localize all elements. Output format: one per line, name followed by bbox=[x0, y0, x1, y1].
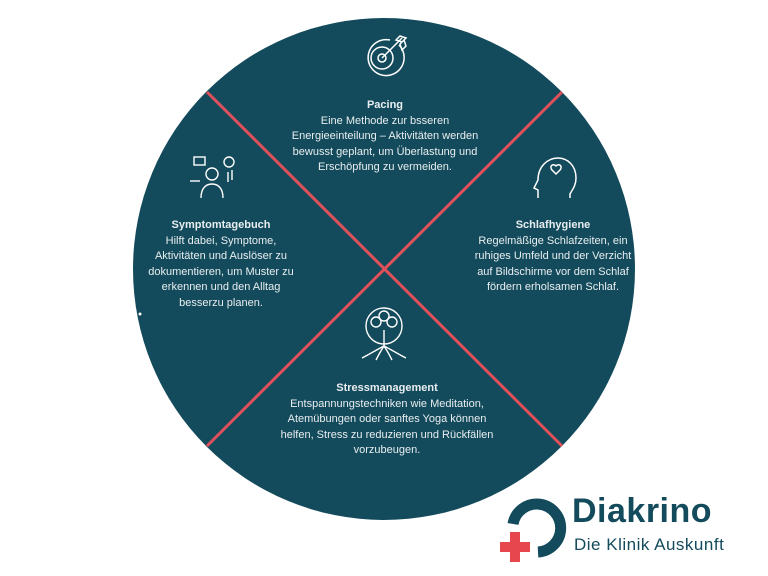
tree-icon bbox=[361, 307, 407, 361]
section-title: Pacing bbox=[366, 99, 404, 111]
head-heart-icon bbox=[532, 157, 577, 198]
section-stressmanagement: Stressmanagement Entspannungstechniken w… bbox=[274, 381, 500, 459]
divider-line bbox=[205, 90, 564, 448]
section-symptomtagebuch: Symptomtagebuch Hilft dabei, Symptome, A… bbox=[140, 218, 302, 311]
section-text: Hilft dabei, Symptome, Aktivitäten und A… bbox=[148, 234, 294, 309]
logo-name: Diakrino bbox=[572, 492, 713, 530]
bullet-dot bbox=[138, 312, 142, 316]
section-schlafhygiene: Schlafhygiene Regelmäßige Schlafzeiten, … bbox=[473, 218, 633, 296]
section-text: Entspannungstechniken wie Meditation, At… bbox=[280, 397, 494, 457]
section-title: Symptomtagebuch bbox=[171, 219, 271, 231]
person-media-icon bbox=[190, 156, 235, 199]
section-title: Stressmanagement bbox=[336, 382, 438, 394]
section-pacing: Pacing Eine Methode zur bsseren Energiee… bbox=[285, 98, 485, 176]
logo-mark bbox=[500, 498, 567, 562]
logo-tagline: Die Klinik Auskunft bbox=[574, 535, 725, 554]
section-text: Regelmäßige Schlafzeiten, ein ruhiges Um… bbox=[474, 234, 632, 294]
target-icon bbox=[367, 35, 408, 77]
section-title: Schlafhygiene bbox=[515, 219, 591, 231]
section-text: Eine Methode zur bsseren Energieeinteilu… bbox=[291, 114, 479, 174]
